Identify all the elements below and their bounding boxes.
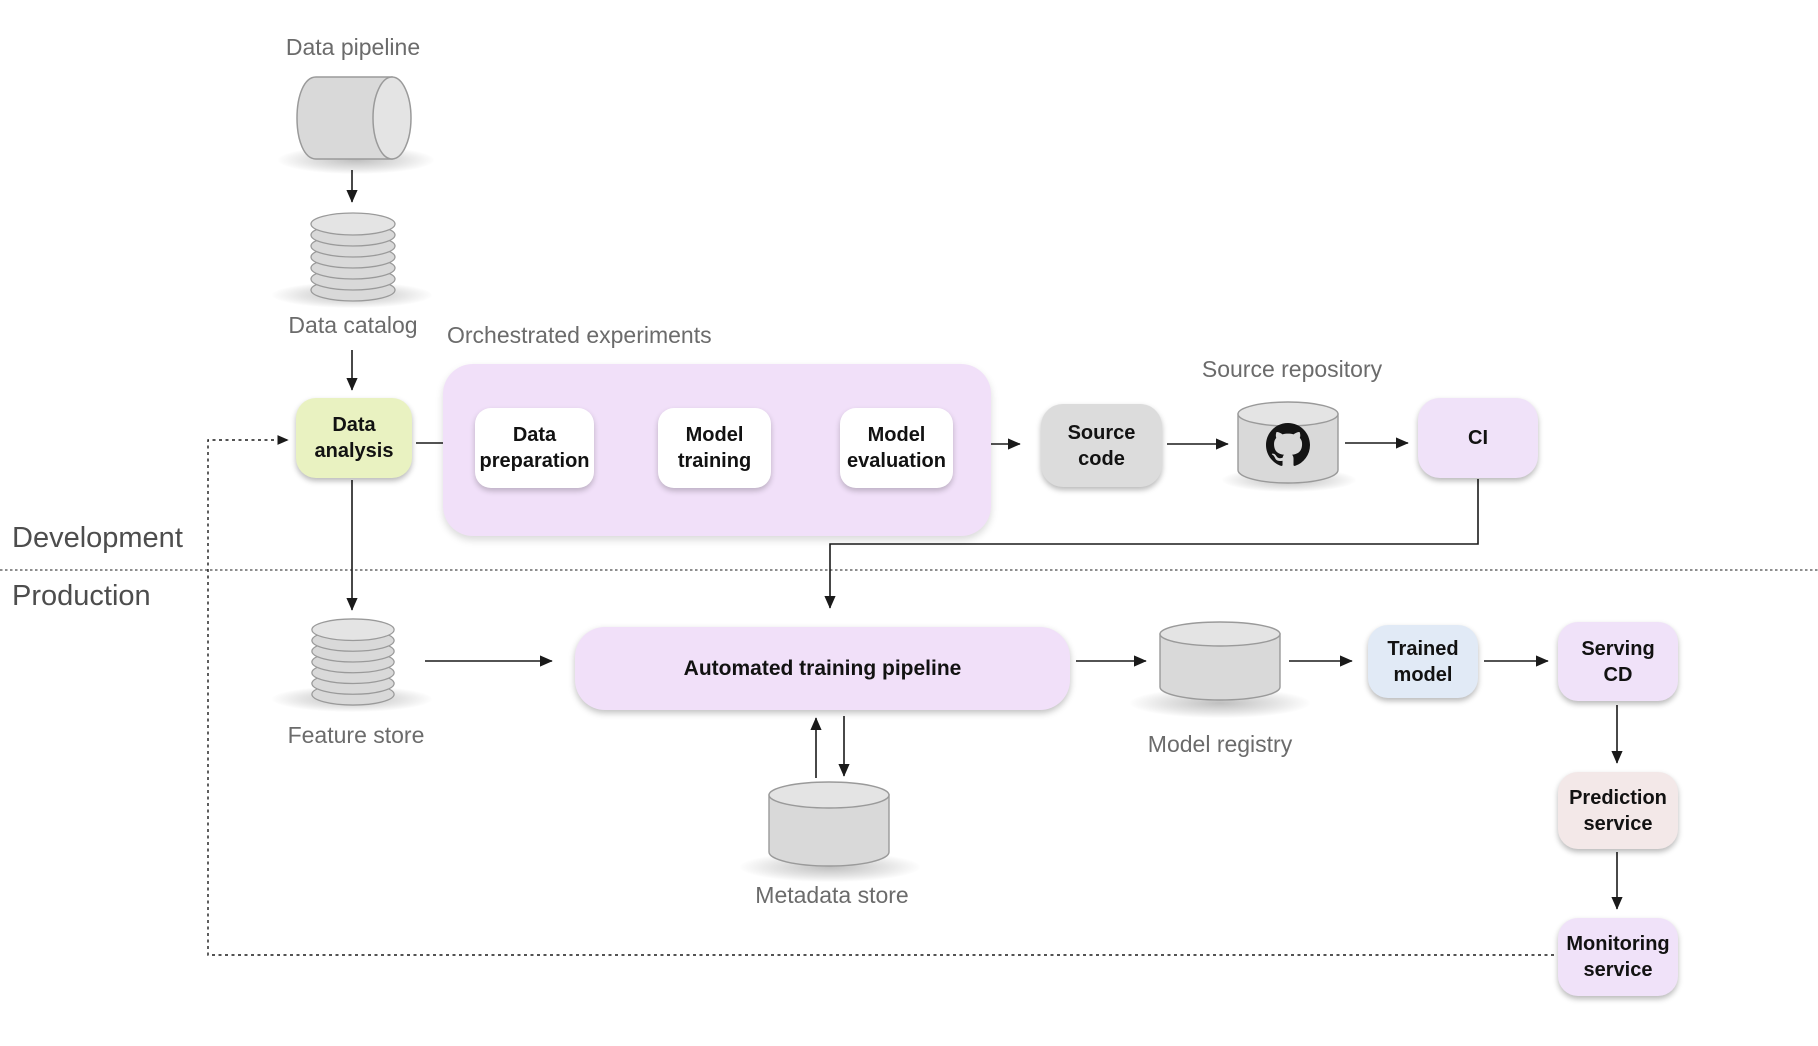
serving-cd-node: Serving CD: [1558, 622, 1678, 701]
production-section-label: Production: [12, 580, 151, 612]
trained-model-node: Trained model: [1368, 625, 1478, 698]
development-section-label: Development: [12, 522, 183, 554]
data-preparation-node: Data preparation: [475, 408, 594, 488]
automated-training-pipeline-node: Automated training pipeline: [575, 627, 1070, 710]
horizontal-cylinder-icon: [296, 76, 412, 160]
github-cylinder-icon: [1237, 401, 1339, 484]
cylinder-icon: [1159, 621, 1281, 701]
source-code-node: Source code: [1041, 404, 1162, 487]
feature-store-label: Feature store: [287, 722, 425, 748]
prediction-service-node: Prediction service: [1558, 772, 1678, 849]
ci-node: CI: [1418, 398, 1538, 478]
model-registry-label: Model registry: [1147, 731, 1293, 757]
data-analysis-node: Data analysis: [296, 398, 412, 478]
disk-stack-icon: [310, 212, 396, 302]
disk-stack-icon: [311, 618, 395, 706]
model-training-node: Model training: [658, 408, 771, 488]
data-catalog-label: Data catalog: [288, 312, 418, 338]
github-octocat-icon: [1266, 423, 1310, 466]
monitoring-service-node: Monitoring service: [1558, 918, 1678, 996]
model-evaluation-node: Model evaluation: [840, 408, 953, 488]
source-repository-label: Source repository: [1201, 356, 1383, 382]
monitoring-feedback-dotted-arrow: [207, 435, 1554, 956]
cylinder-icon: [768, 781, 890, 867]
data-pipeline-label: Data pipeline: [285, 34, 421, 60]
metadata-store-label: Metadata store: [755, 882, 909, 908]
arrow-ci-to-pipeline: [824, 479, 1479, 609]
orchestrated-experiments-label: Orchestrated experiments: [447, 322, 712, 348]
